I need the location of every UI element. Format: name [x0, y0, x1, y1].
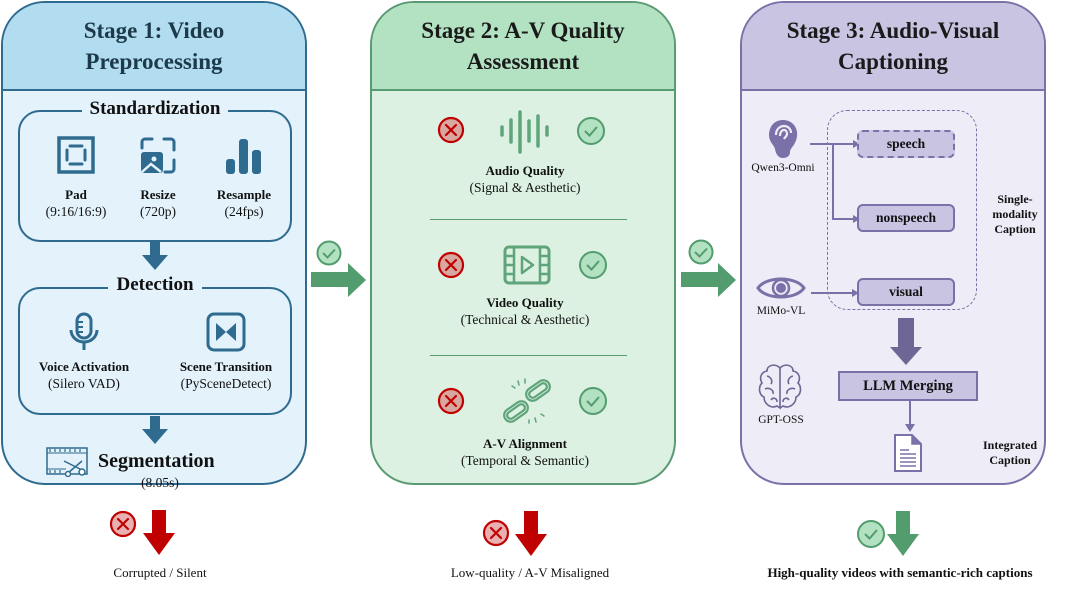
accept-icon-2	[688, 239, 714, 265]
stage3-output-label: High-quality videos with semantic-rich c…	[767, 565, 1033, 580]
accept-arrow-down	[887, 511, 919, 556]
stage1-reject-label: Corrupted / Silent	[113, 565, 207, 580]
det-item-scene: Scene Transition (PySceneDetect)	[162, 312, 290, 392]
standardization-title: Standardization	[18, 98, 292, 120]
reject-icon-alignment	[437, 387, 465, 415]
stage3-title: Stage 3: Audio-Visual Captioning	[742, 3, 1044, 91]
divider-1	[430, 219, 627, 220]
model-visual-label: MiMo-VL	[756, 305, 806, 317]
check-audio-quality: Audio Quality (Signal & Aesthetic)	[469, 163, 581, 195]
detection-title: Detection	[18, 274, 292, 296]
reject-icon-1	[109, 510, 137, 538]
stage3-panel: Stage 3: Audio-Visual Captioning	[740, 1, 1046, 485]
accept-icon-1	[316, 240, 342, 266]
scene-transition-icon	[206, 312, 246, 352]
stage1-title: Stage 1: Video Preprocessing	[3, 3, 305, 91]
model-audio-label: Qwen3-Omni	[751, 162, 815, 174]
check-video-quality: Video Quality (Technical & Aesthetic)	[460, 295, 590, 327]
accept-icon-video	[579, 251, 607, 279]
std-item-pad: Pad (9:16/16:9)	[36, 136, 116, 220]
resample-icon	[226, 139, 261, 174]
visual-connector-arrow	[811, 289, 859, 297]
waveform-icon	[500, 110, 549, 154]
integrated-caption-label: Integrated Caption	[983, 438, 1037, 467]
accept-icon-alignment	[579, 387, 607, 415]
merge-output-arrow	[905, 401, 915, 432]
segmentation-detail: (8.05s)	[141, 475, 179, 490]
det-item-voice: Voice Activation (Silero VAD)	[24, 312, 144, 392]
stage1-panel: Stage 1: Video Preprocessing	[1, 1, 307, 485]
merge-arrow-down	[890, 318, 922, 365]
llm-merging-box: LLM Merging	[838, 371, 978, 401]
brain-icon	[758, 364, 802, 410]
single-modality-container	[827, 110, 977, 310]
model-llm-label: GPT-OSS	[758, 414, 804, 426]
std-item-resize: Resize (720p)	[118, 136, 198, 220]
reject-icon-audio	[437, 116, 465, 144]
flow-arrow-down-2	[142, 416, 168, 444]
resize-icon	[140, 137, 176, 174]
audio-connector-arrows	[810, 140, 860, 223]
divider-2	[430, 355, 627, 356]
microphone-icon	[69, 312, 99, 350]
flow-arrow-right-2	[681, 263, 736, 297]
video-play-icon	[503, 245, 551, 285]
broken-link-icon	[503, 378, 551, 424]
document-icon	[894, 434, 922, 472]
ear-icon	[769, 120, 798, 158]
single-modality-label: Single-modality Caption	[992, 192, 1038, 236]
eye-icon	[756, 277, 806, 299]
reject-icon-video	[437, 251, 465, 279]
check-av-alignment: A-V Alignment (Temporal & Semantic)	[460, 436, 589, 468]
film-scissors-icon	[46, 447, 88, 477]
pad-icon	[57, 136, 95, 174]
reject-arrow-down-2	[515, 511, 547, 556]
caption-visual: visual	[857, 278, 955, 306]
caption-speech: speech	[857, 130, 955, 158]
caption-nonspeech: nonspeech	[857, 204, 955, 232]
segmentation-label: Segmentation	[98, 450, 215, 472]
accept-icon-audio	[577, 117, 605, 145]
stage2-title: Stage 2: A-V Quality Assessment	[372, 3, 674, 91]
reject-arrow-down-1	[143, 510, 175, 555]
accept-icon-output	[857, 520, 885, 548]
flow-arrow-right-1	[311, 263, 366, 297]
flow-arrow-down-1	[142, 242, 168, 270]
std-item-resample: Resample (24fps)	[202, 136, 286, 220]
reject-icon-2	[482, 519, 510, 547]
stage2-reject-label: Low-quality / A-V Misaligned	[450, 565, 610, 580]
